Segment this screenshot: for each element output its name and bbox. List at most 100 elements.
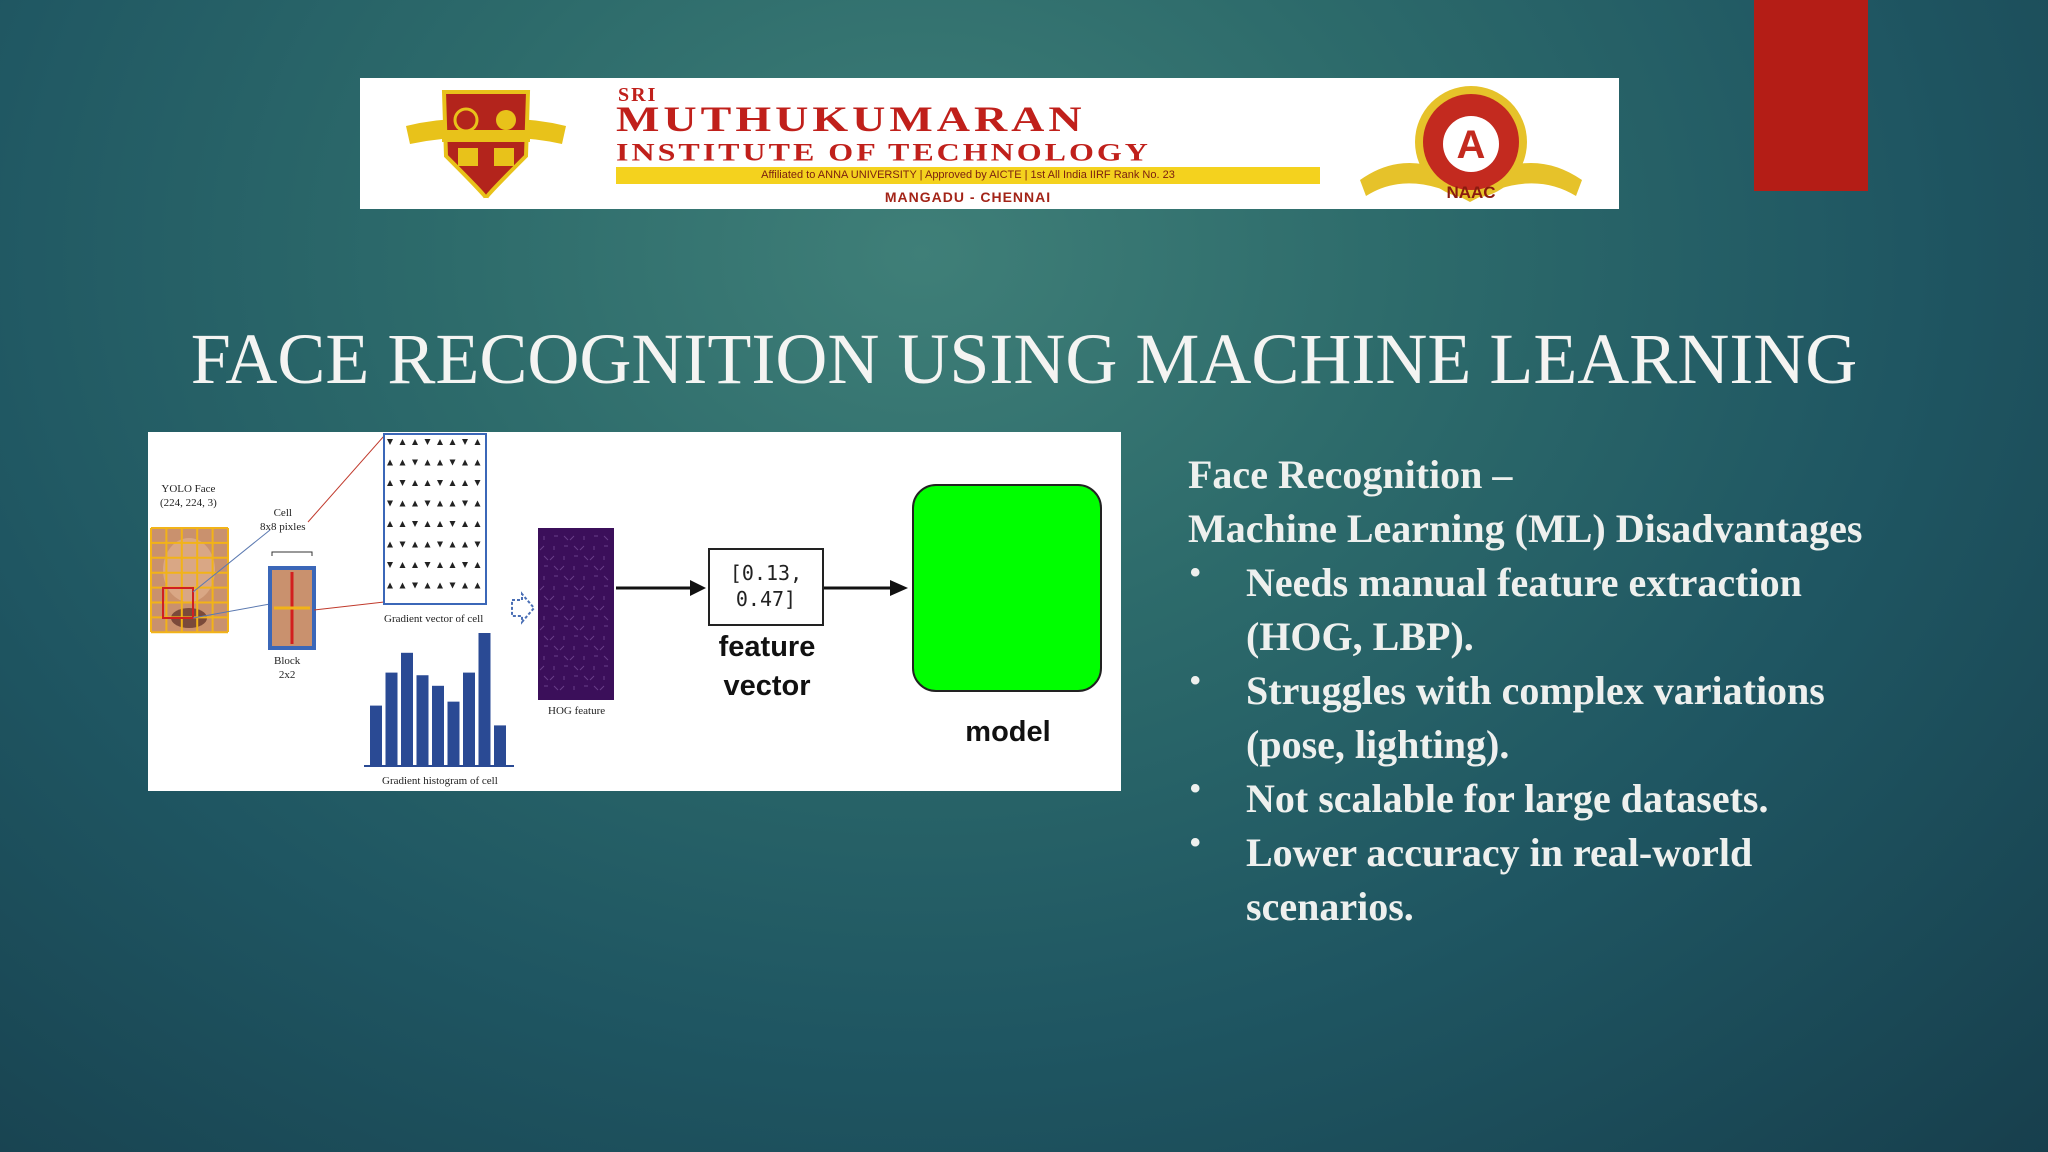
hog-stroke [549, 555, 555, 561]
histogram-bar [447, 701, 460, 765]
gradient-arrow-icon [449, 541, 456, 548]
gradient-arrow-icon [449, 480, 456, 486]
gradient-arrow-icon [424, 500, 431, 507]
gradient-arrow-icon [462, 582, 468, 589]
hog-stroke [559, 565, 565, 571]
hog-stroke [599, 685, 605, 691]
gradient-arrow-icon [437, 541, 443, 548]
gradient-arrow-icon [462, 500, 468, 507]
hog-stroke [549, 635, 555, 641]
gradient-arrow-icon [387, 541, 393, 548]
gradient-arrow-icon [474, 459, 481, 466]
gradient-arrow-icon [437, 521, 443, 527]
face-oval [163, 538, 215, 602]
gradient-arrow-icon [412, 562, 418, 568]
gradient-arrow-icon [474, 439, 481, 445]
gradient-arrow-icon [474, 541, 481, 548]
gradient-arrow-icon [399, 459, 406, 466]
gradient-arrow-icon [412, 541, 418, 548]
hog-stroke [583, 635, 589, 641]
institute-shield-logo [406, 90, 566, 199]
gradient-histogram [370, 633, 506, 765]
hog-stroke [543, 555, 549, 561]
gradient-arrow-icon [412, 439, 418, 445]
feature-vector-box: [0.13, 0.47] [708, 548, 824, 626]
hog-stroke [553, 605, 559, 611]
slide-title: FACE RECOGNITION USING MACHINE LEARNING [190, 319, 1858, 399]
hog-stroke [589, 675, 595, 681]
accent-tab [1754, 0, 1868, 191]
histogram-bar [401, 652, 413, 765]
hog-stroke [569, 535, 575, 541]
gradient-arrow-icon [462, 439, 468, 445]
hog-stroke [543, 635, 549, 641]
gradient-arrow-icon [412, 459, 418, 466]
arrow-to-model-head-icon [890, 580, 908, 596]
bullet-text: Not scalable for large datasets. [1246, 776, 1769, 821]
hog-stroke [583, 555, 589, 561]
gradient-arrow-icon [387, 439, 393, 445]
gradient-arrow-icon [449, 582, 456, 589]
hog-stroke [579, 665, 585, 671]
gradient-arrow-icon [449, 562, 456, 568]
face-block-highlight [162, 587, 194, 619]
gradient-arrow-icon [412, 480, 418, 486]
banner-location: MANGADU - CHENNAI [884, 189, 1052, 205]
gradient-arrow-icon [412, 582, 418, 589]
hog-stroke [539, 665, 545, 671]
bullet-icon: • [1190, 826, 1201, 859]
hog-stroke [543, 595, 549, 601]
gradient-arrow-icon [424, 439, 431, 445]
gradient-arrow-icon [437, 480, 443, 486]
hog-stroke [593, 605, 599, 611]
vector-grid-frame [383, 433, 487, 605]
hog-stroke [563, 535, 569, 541]
hog-feature-image [538, 528, 614, 700]
gradient-arrow-icon [387, 521, 393, 527]
hog-stroke [559, 685, 565, 691]
yolo-label-text: YOLO Face(224, 224, 3) [160, 483, 217, 509]
bullet-list: •Needs manual feature extraction(HOG, LB… [1188, 556, 2008, 934]
hog-stroke [603, 655, 609, 661]
bullet-item: •Struggles with complex variations(pose,… [1188, 664, 2008, 772]
hog-stroke [583, 595, 589, 601]
bullet-item: •Needs manual feature extraction(HOG, LB… [1188, 556, 2008, 664]
hog-stroke [573, 665, 579, 671]
model-box [912, 484, 1102, 692]
gradient-vector-label: Gradient vector of cell [384, 613, 484, 625]
gradient-arrow-icon [437, 500, 443, 507]
gradient-arrow-icon [462, 459, 468, 466]
hog-stroke [539, 625, 545, 631]
bullet-text: Struggles with complex variations [1246, 668, 1825, 713]
heading-line-1: Face Recognition – [1188, 452, 1513, 497]
gradient-arrow-icon [399, 521, 406, 527]
hog-stroke [549, 675, 555, 681]
bullet-icon: • [1190, 556, 1201, 589]
gradient-arrow-icon [399, 480, 406, 486]
gradient-arrow-icon [387, 459, 393, 466]
bullet-text: Needs manual feature extraction [1246, 560, 1802, 605]
hog-stroke [559, 605, 565, 611]
hog-stroke [603, 575, 609, 581]
gradient-arrow-icon [399, 562, 406, 568]
gradient-arrow-icon [474, 480, 481, 486]
hog-stroke [593, 685, 599, 691]
gradient-arrow-icon [424, 562, 431, 568]
gradient-arrow-icon [424, 521, 431, 527]
gradient-arrow-icon [399, 541, 406, 548]
block-link-line [313, 601, 385, 611]
gradient-arrow-icon [387, 480, 393, 486]
gradient-arrow-icon [412, 521, 418, 527]
model-label: model [965, 716, 1051, 748]
bullet-item: •Not scalable for large datasets. [1188, 772, 2008, 826]
histogram-bar [385, 672, 398, 765]
cell-bracket [271, 551, 313, 556]
cell-link-line [307, 435, 385, 523]
naac-seal-logo: A NAAC [1360, 86, 1582, 202]
hog-stroke [543, 675, 549, 681]
hog-stroke [559, 645, 565, 651]
